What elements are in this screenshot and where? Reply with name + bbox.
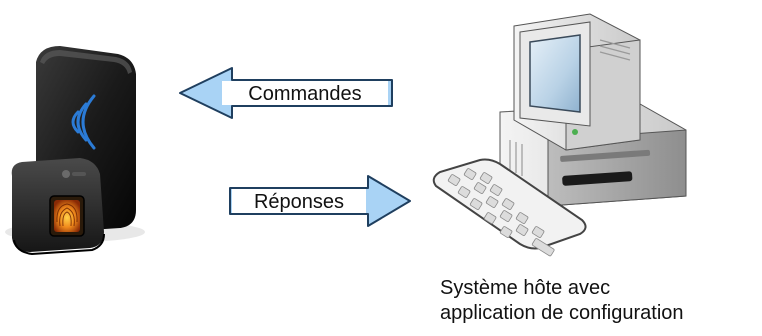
rfid-symbol-icon bbox=[71, 94, 96, 150]
keyboard-icon bbox=[432, 158, 587, 257]
commandes-label-box bbox=[222, 81, 388, 105]
arrow-reponses: Réponses bbox=[229, 175, 411, 227]
caption-line-2: application de configuration bbox=[440, 302, 684, 324]
screen bbox=[529, 34, 581, 113]
reponses-label-box bbox=[232, 189, 366, 213]
fingerprint-reader-icon bbox=[5, 46, 145, 256]
desktop-computer-icon bbox=[432, 13, 687, 257]
reponses-label: Réponses bbox=[254, 191, 344, 213]
caption-line-1: Système hôte avec bbox=[440, 277, 611, 299]
commandes-label: Commandes bbox=[248, 83, 361, 105]
arrow-commandes: Commandes bbox=[179, 67, 393, 119]
fingerprint-icon bbox=[56, 203, 78, 227]
host-system-caption: Système hôte avec application de configu… bbox=[440, 276, 684, 326]
